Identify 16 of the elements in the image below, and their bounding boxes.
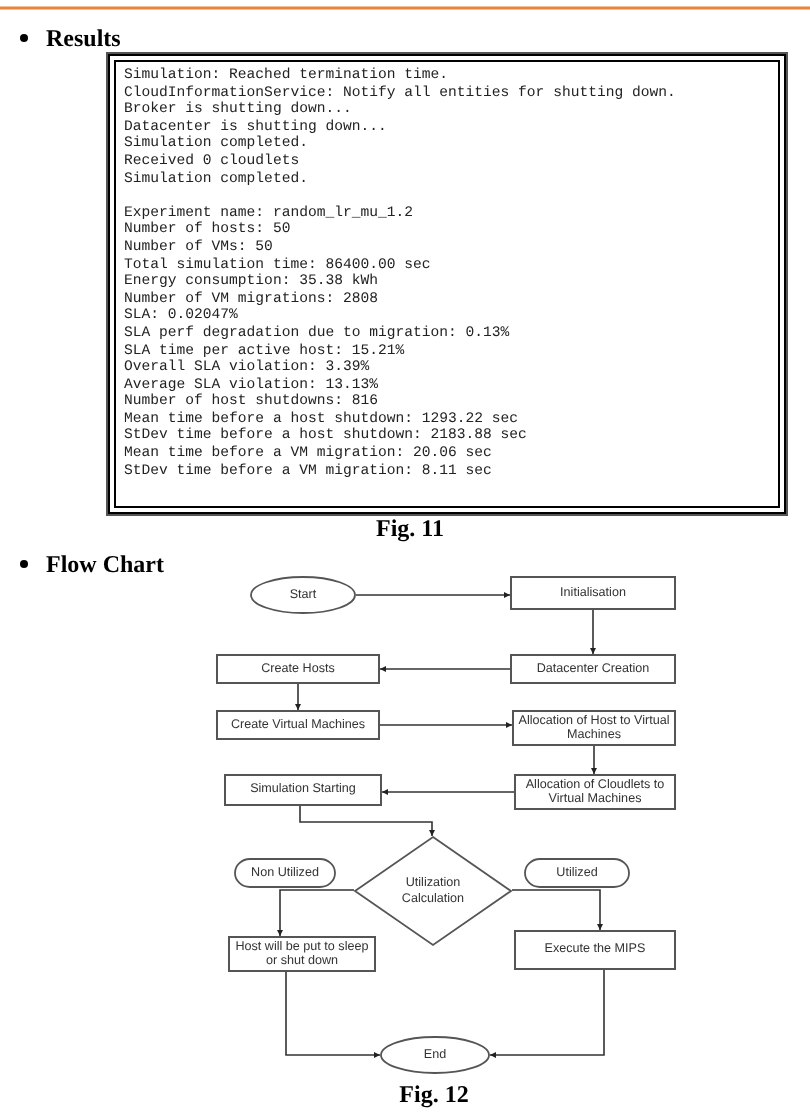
arrow <box>285 971 381 1059</box>
figure-caption: Fig. 12 <box>397 1080 471 1110</box>
figure-caption: Fig. 11 <box>373 514 446 544</box>
arrow <box>379 665 511 673</box>
arrow <box>276 889 355 937</box>
section-heading: Results <box>46 24 121 54</box>
arrow <box>381 788 515 796</box>
section-heading: Flow Chart <box>46 550 164 580</box>
arrow <box>590 745 598 775</box>
arrow <box>294 683 302 711</box>
arrow <box>379 721 513 729</box>
arrow <box>589 609 597 655</box>
arrow <box>355 591 511 599</box>
arrow <box>511 889 604 931</box>
arrow <box>299 805 436 837</box>
arrow <box>489 969 605 1059</box>
